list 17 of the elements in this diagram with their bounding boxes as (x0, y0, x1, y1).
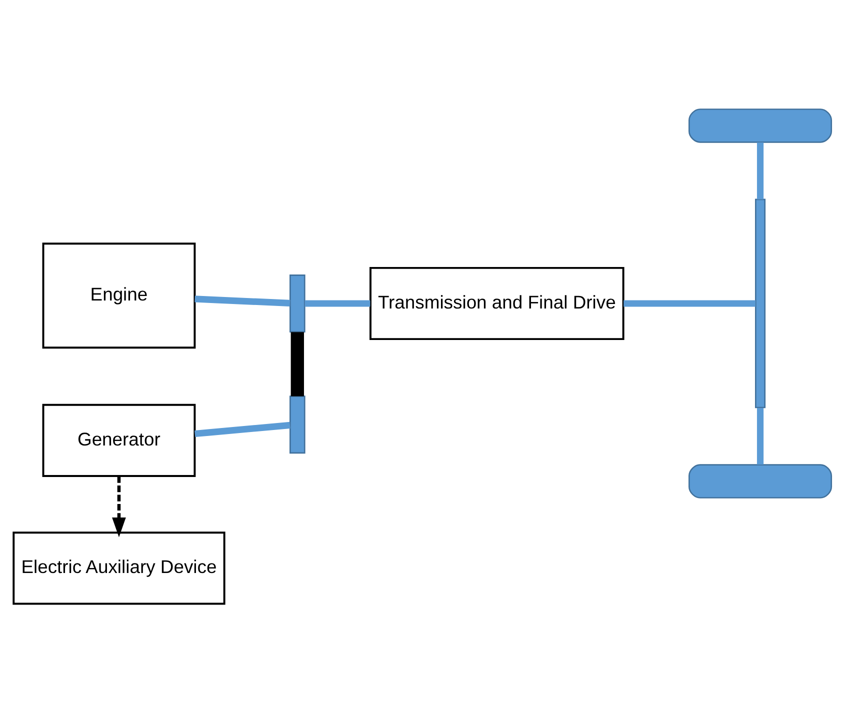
node-box: Engine (42, 242, 196, 349)
node-box: Generator (42, 404, 196, 477)
node-bar (290, 396, 306, 454)
connector (290, 332, 304, 396)
connector (304, 300, 370, 307)
node-box: Electric Auxiliary Device (12, 532, 226, 605)
node-bar (688, 464, 832, 498)
arrow (112, 476, 126, 538)
node-bar (755, 198, 766, 408)
node-bar (290, 274, 306, 332)
connector (194, 422, 290, 438)
node-bar (688, 108, 832, 143)
connector (624, 300, 756, 307)
connector (756, 142, 764, 200)
connector (194, 296, 290, 306)
node-box: Transmission and Final Drive (370, 266, 624, 340)
connector (756, 408, 764, 465)
